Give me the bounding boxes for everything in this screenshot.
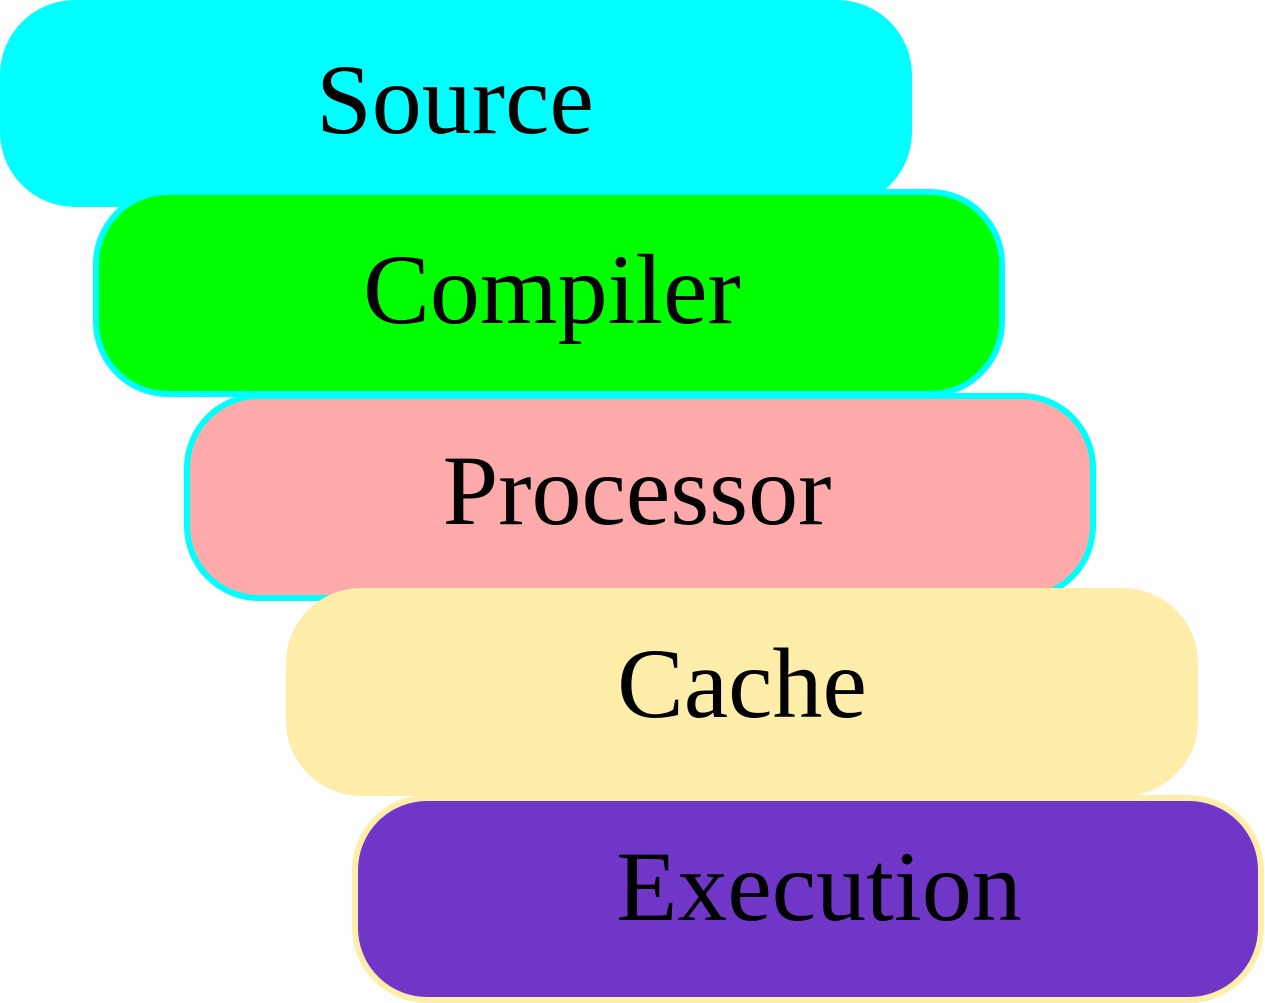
- layer-execution: Execution: [352, 795, 1264, 1003]
- layer-source: Source: [0, 0, 912, 207]
- layer-source-label: Source: [316, 43, 594, 155]
- layer-cache: Cache: [286, 588, 1198, 796]
- layer-compiler-label: Compiler: [363, 234, 741, 345]
- layer-processor-label: Processor: [442, 435, 832, 546]
- layer-processor: Processor: [184, 393, 1096, 601]
- layer-compiler: Compiler: [93, 189, 1005, 397]
- layer-cache-label: Cache: [617, 628, 867, 739]
- layer-execution-label: Execution: [616, 831, 1022, 942]
